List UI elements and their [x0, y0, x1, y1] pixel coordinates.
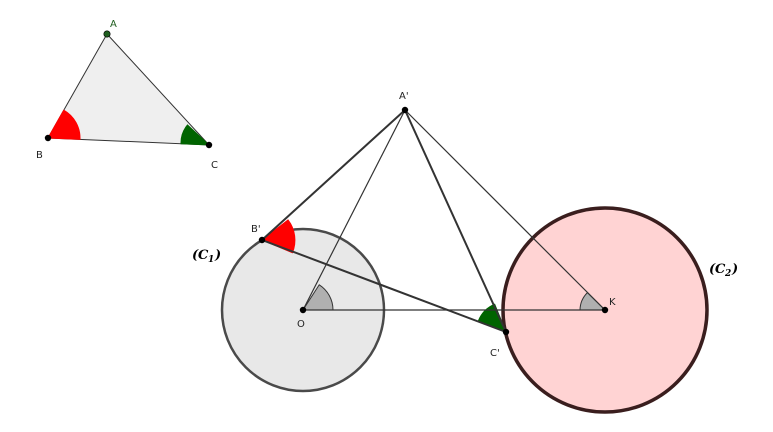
label-k: K: [609, 297, 616, 308]
label-circle-c2-sub: 2: [724, 269, 731, 279]
label-o: O: [297, 319, 305, 330]
label-circle-c1-sub: 1: [208, 255, 214, 265]
label-circle-c1: ( C 1 ): [192, 248, 221, 265]
label-c: C: [211, 160, 218, 171]
label-circle-c1-letter: C: [198, 248, 209, 263]
svg-text:(: (: [192, 248, 199, 263]
label-circle-c2: ( C 2 ): [709, 262, 738, 279]
label-a: A: [110, 19, 117, 30]
label-circle-c2-letter: C: [715, 262, 726, 277]
label-b: B: [36, 150, 43, 161]
svg-text:): ): [731, 262, 738, 277]
label-c-prime: C': [490, 348, 500, 359]
segment-a-prime-c-prime[interactable]: [404, 109, 507, 333]
svg-text:(: (: [709, 262, 716, 277]
angle-c-marker: [180, 124, 211, 146]
angle-b-prime-marker: [261, 219, 296, 254]
point-b[interactable]: [44, 134, 52, 142]
svg-text:): ): [214, 248, 221, 263]
point-c-prime[interactable]: [502, 328, 510, 336]
label-a-prime: A': [399, 91, 409, 102]
angle-c-prime-marker: [477, 303, 507, 333]
point-a-prime[interactable]: [401, 106, 409, 114]
point-c[interactable]: [205, 141, 213, 149]
label-b-prime: B': [251, 224, 261, 235]
segment-a-prime-b-prime[interactable]: [261, 109, 406, 241]
point-b-prime[interactable]: [258, 236, 266, 244]
point-a[interactable]: [103, 30, 111, 38]
angle-b-marker: [47, 109, 81, 140]
triangle-abc[interactable]: [47, 33, 211, 146]
point-o[interactable]: [299, 306, 307, 314]
point-k[interactable]: [601, 306, 609, 314]
segment-a-prime-o[interactable]: [302, 109, 406, 311]
segment-a-prime-k[interactable]: [404, 109, 606, 311]
segment-b-prime-c-prime[interactable]: [261, 239, 507, 333]
